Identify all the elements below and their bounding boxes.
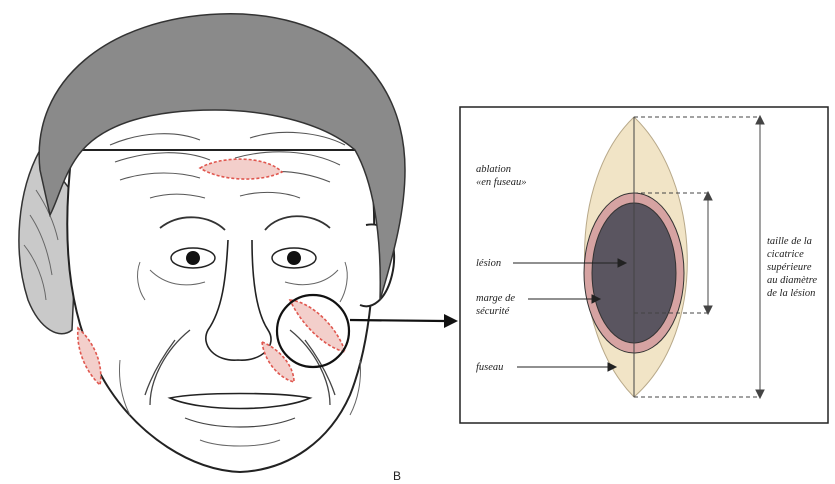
label-taille-line2: cicatrice: [767, 248, 817, 261]
label-ablation-line1: ablation: [476, 163, 526, 176]
label-marge-line2: sécurité: [476, 305, 515, 318]
label-taille-line4: au diamètre: [767, 274, 817, 287]
label-taille-line5: de la lésion: [767, 287, 817, 300]
panel-letter: B: [393, 469, 401, 483]
left-eye: [186, 251, 200, 265]
label-fuseau: fuseau: [476, 361, 503, 374]
label-marge-line1: marge de: [476, 292, 515, 305]
label-marge: marge de sécurité: [476, 292, 515, 318]
face-illustration: [19, 14, 458, 472]
face: [67, 150, 374, 472]
label-taille: taille de la cicatrice supérieure au dia…: [767, 235, 817, 300]
arrow-head: [444, 314, 458, 328]
label-ablation-line2: «en fuseau»: [476, 176, 526, 189]
label-lesion: lésion: [476, 257, 501, 270]
label-ablation: ablation «en fuseau»: [476, 163, 526, 189]
label-taille-line1: taille de la: [767, 235, 817, 248]
label-taille-line3: supérieure: [767, 261, 817, 274]
right-eye: [287, 251, 301, 265]
